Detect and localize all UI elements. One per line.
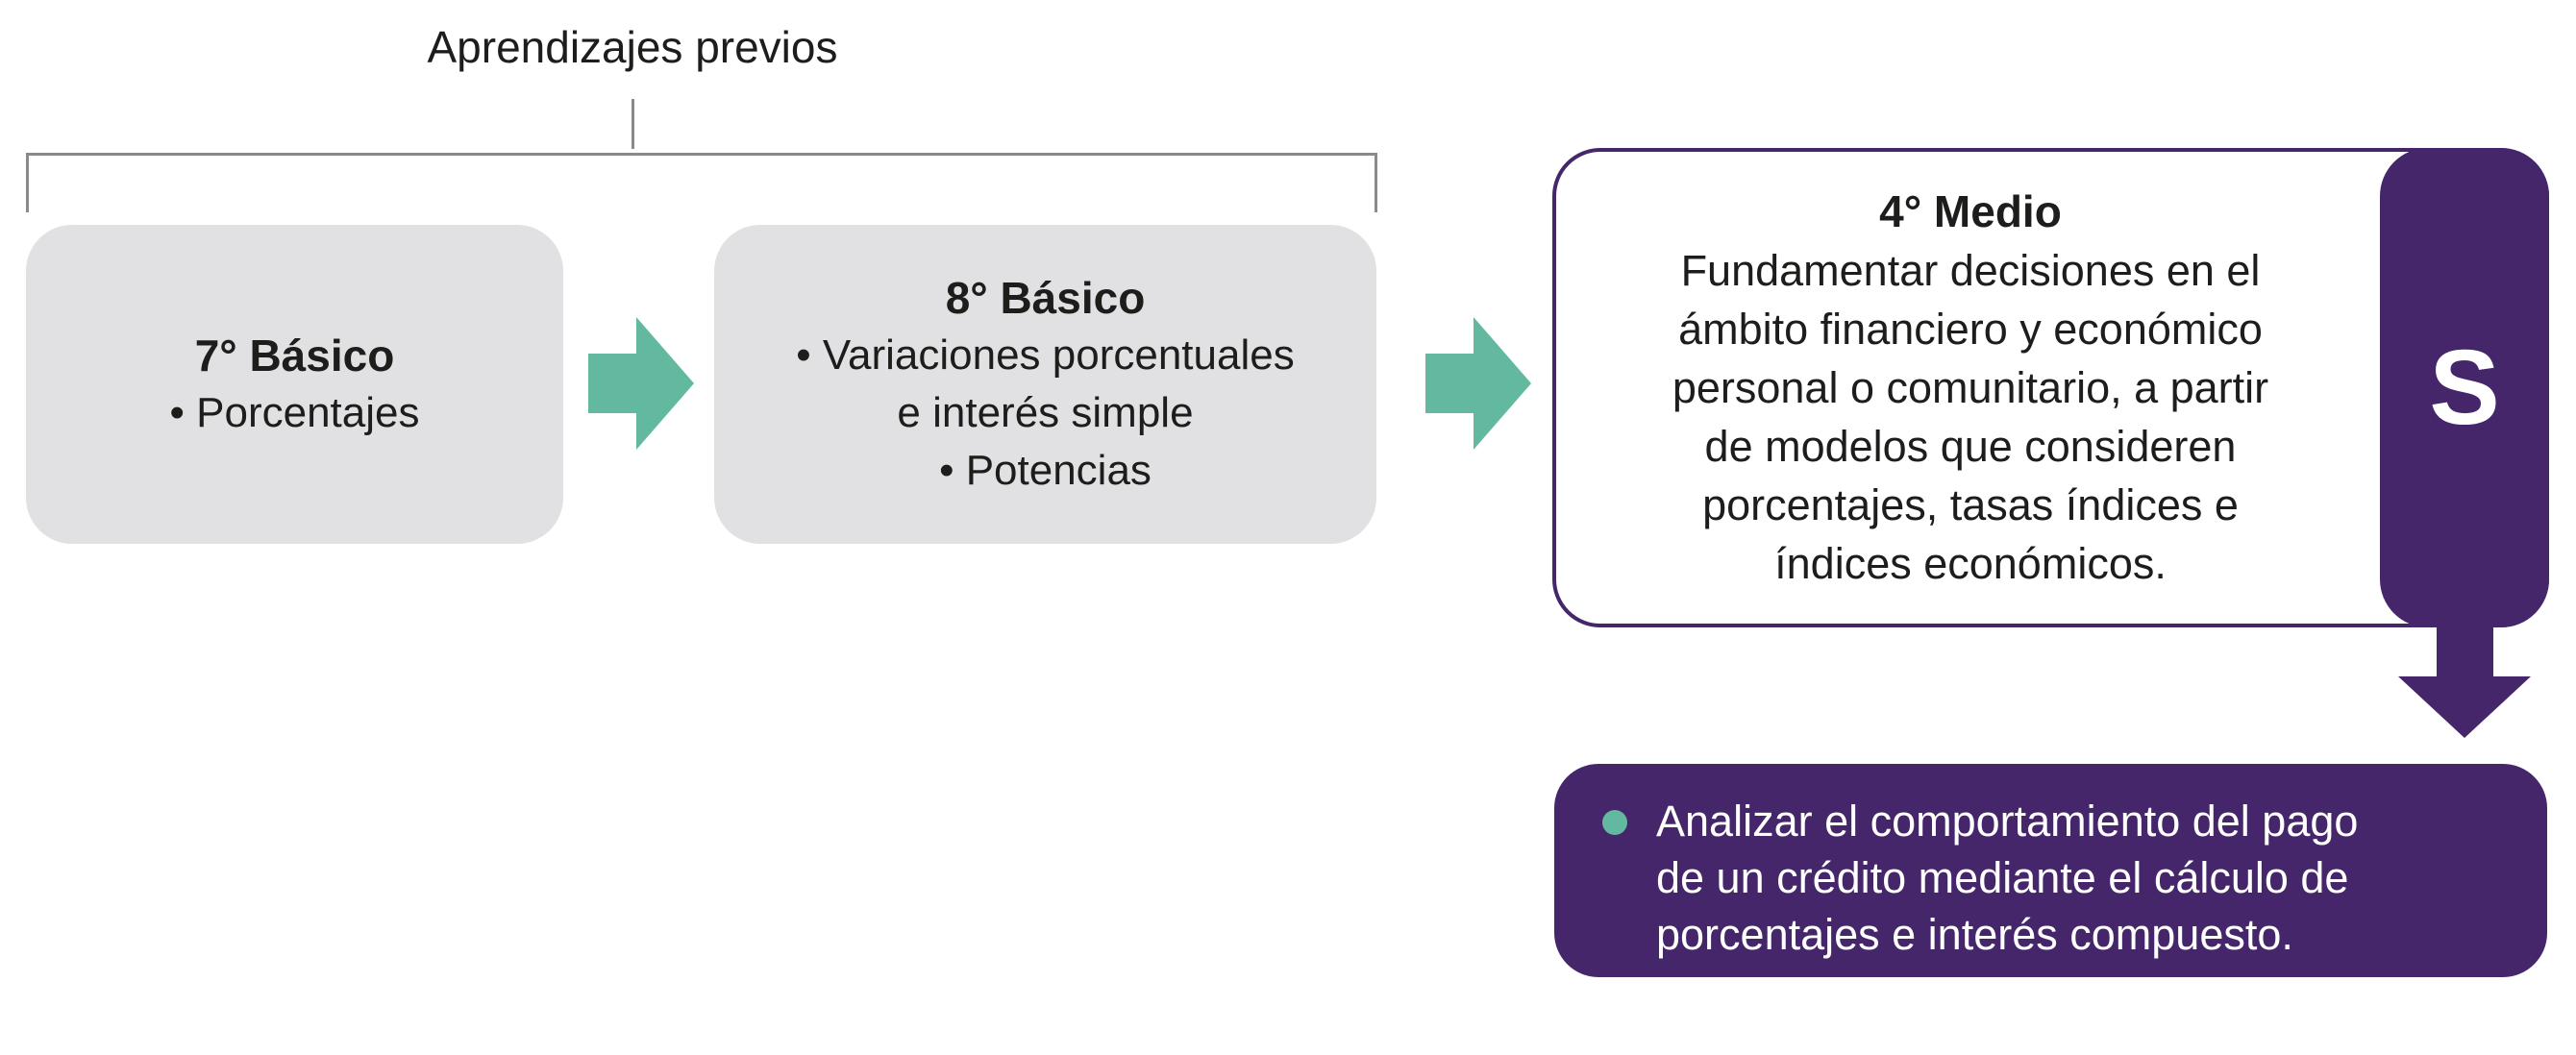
arrow-down-icon [2398, 625, 2531, 738]
bracket-bar [26, 153, 1377, 156]
box-heading: 7° Básico [194, 331, 395, 380]
bracket-right-tick [1375, 153, 1377, 212]
box-item: • Potencias [939, 447, 1152, 494]
bracket-left-tick [26, 153, 29, 212]
objective-line: Analizar el comportamiento del pago [1656, 797, 2359, 846]
box-heading: 8° Básico [945, 273, 1146, 323]
objective-box: Analizar el comportamiento del pago de u… [1554, 764, 2547, 977]
box-4-medio-text: 4° Medio Fundamentar decisiones en el ám… [1576, 183, 2365, 593]
level-tab: S [2380, 148, 2549, 627]
level-letter: S [2429, 329, 2500, 447]
bullet-icon [1602, 810, 1627, 835]
target-line: porcentajes, tasas índices e [1702, 480, 2239, 529]
box-item: • Porcentajes [169, 389, 420, 436]
section-title: Aprendizajes previos [427, 22, 838, 72]
objective-text: Analizar el comportamiento del pago de u… [1656, 793, 2521, 963]
bracket-stem [632, 99, 634, 149]
objective-line: de un crédito mediante el cálculo de [1656, 853, 2349, 902]
target-line: índices económicos. [1774, 539, 2167, 588]
box-heading: 4° Medio [1879, 186, 2062, 236]
arrow-right-icon [1425, 317, 1531, 450]
target-line: personal o comunitario, a partir [1672, 363, 2269, 412]
box-8-basico: 8° Básico • Variaciones porcentuales e i… [714, 225, 1376, 544]
arrow-right-icon [588, 317, 694, 450]
objective-line: porcentajes e interés compuesto. [1656, 910, 2293, 959]
box-item: e interés simple [897, 389, 1194, 436]
box-7-basico: 7° Básico • Porcentajes [26, 225, 563, 544]
target-line: Fundamentar decisiones en el [1680, 246, 2261, 295]
target-line: de modelos que consideren [1704, 422, 2237, 471]
box-item: • Variaciones porcentuales [796, 331, 1295, 379]
target-line: ámbito financiero y económico [1678, 305, 2263, 354]
